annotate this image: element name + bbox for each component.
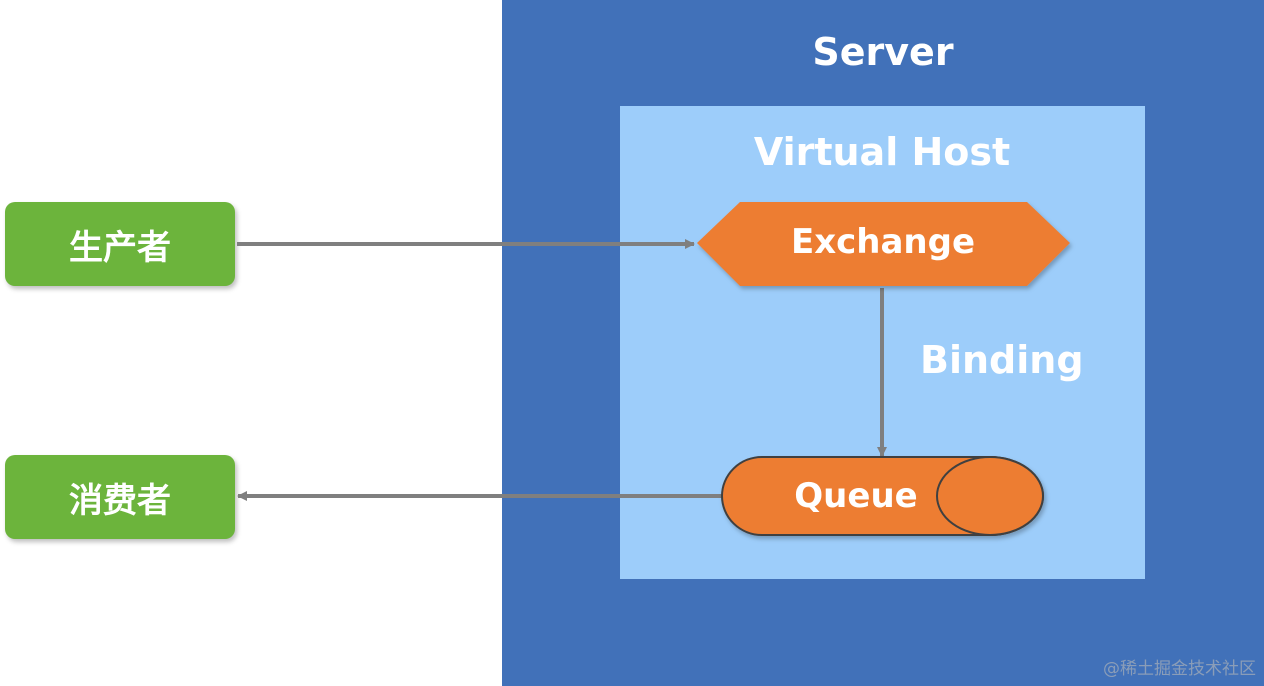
producer-box: 生产者 [5, 202, 235, 286]
consumer-box: 消费者 [5, 455, 235, 539]
virtual-host-title: Virtual Host [753, 130, 1011, 174]
watermark: @稀土掘金技术社区 [1103, 659, 1256, 679]
queue-end-cap [936, 456, 1044, 536]
server-title: Server [812, 30, 954, 74]
queue-node [721, 456, 1044, 536]
consumer-label: 消费者 [69, 480, 171, 521]
exchange-node [697, 202, 1070, 286]
producer-label: 生产者 [69, 227, 171, 268]
binding-label: Binding [920, 338, 1084, 382]
